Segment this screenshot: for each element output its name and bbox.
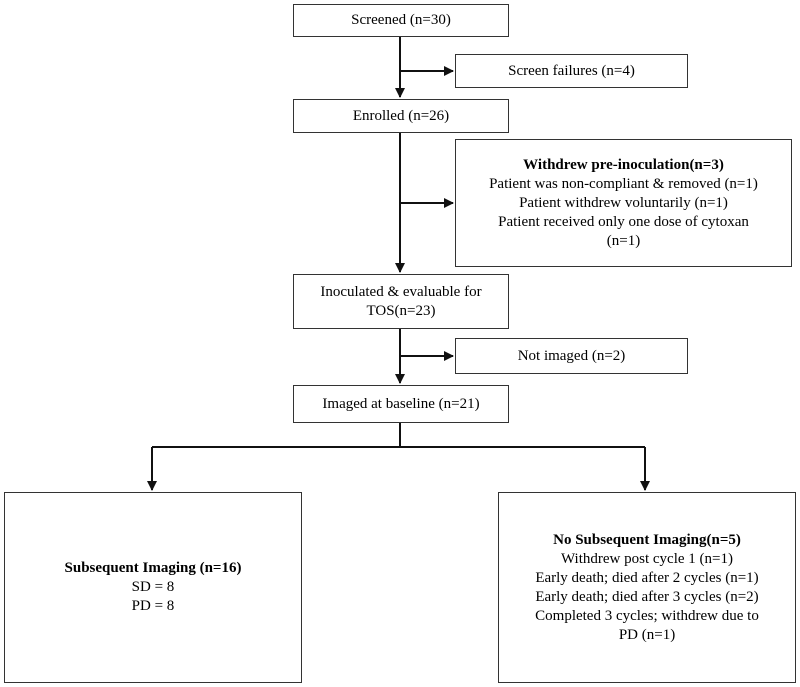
no-subsequent-imaging-title: No Subsequent Imaging(n=5) <box>553 531 741 548</box>
subsequent-imaging-title: Subsequent Imaging (n=16) <box>64 560 242 576</box>
withdrew-pre-line: Patient was non-compliant & removed (n=1… <box>489 175 758 192</box>
inoculated-box: Inoculated & evaluable for TOS(n=23) <box>293 274 509 329</box>
not-imaged-box: Not imaged (n=2) <box>455 338 688 374</box>
enrolled-box: Enrolled (n=26) <box>293 99 509 133</box>
withdrew-pre-line: Patient received only one dose of cytoxa… <box>498 213 749 230</box>
subsequent-imaging-box: Subsequent Imaging (n=16) SD = 8 PD = 8 <box>4 492 302 683</box>
no-subsequent-imaging-line: Early death; died after 3 cycles (n=2) <box>535 588 759 605</box>
subsequent-imaging-line: PD = 8 <box>131 598 175 614</box>
withdrew-pre-box: Withdrew pre-inoculation(n=3) Patient wa… <box>455 139 792 267</box>
enrolled-label: Enrolled (n=26) <box>352 107 450 124</box>
no-subsequent-imaging-box: No Subsequent Imaging(n=5) Withdrew post… <box>498 492 796 683</box>
screened-box: Screened (n=30) <box>293 4 509 37</box>
screen-failures-box: Screen failures (n=4) <box>455 54 688 88</box>
imaged-baseline-box: Imaged at baseline (n=21) <box>293 385 509 423</box>
inoculated-label-line: TOS(n=23) <box>366 302 436 319</box>
no-subsequent-imaging-line: Withdrew post cycle 1 (n=1) <box>561 550 733 567</box>
withdrew-pre-line: (n=1) <box>606 232 641 249</box>
no-subsequent-imaging-line: Completed 3 cycles; withdrew due to <box>535 607 759 624</box>
no-subsequent-imaging-line: Early death; died after 2 cycles (n=1) <box>535 569 759 586</box>
screened-label: Screened (n=30) <box>351 12 451 28</box>
inoculated-label-line: Inoculated & evaluable for <box>320 283 482 300</box>
withdrew-pre-title: Withdrew pre-inoculation(n=3) <box>523 156 724 173</box>
subsequent-imaging-line: SD = 8 <box>131 579 175 595</box>
withdrew-pre-line: Patient withdrew voluntarily (n=1) <box>519 194 728 211</box>
no-subsequent-imaging-line: PD (n=1) <box>618 626 676 643</box>
imaged-baseline-label: Imaged at baseline (n=21) <box>322 395 480 412</box>
screen-failures-label: Screen failures (n=4) <box>508 62 635 79</box>
not-imaged-label: Not imaged (n=2) <box>517 347 626 364</box>
